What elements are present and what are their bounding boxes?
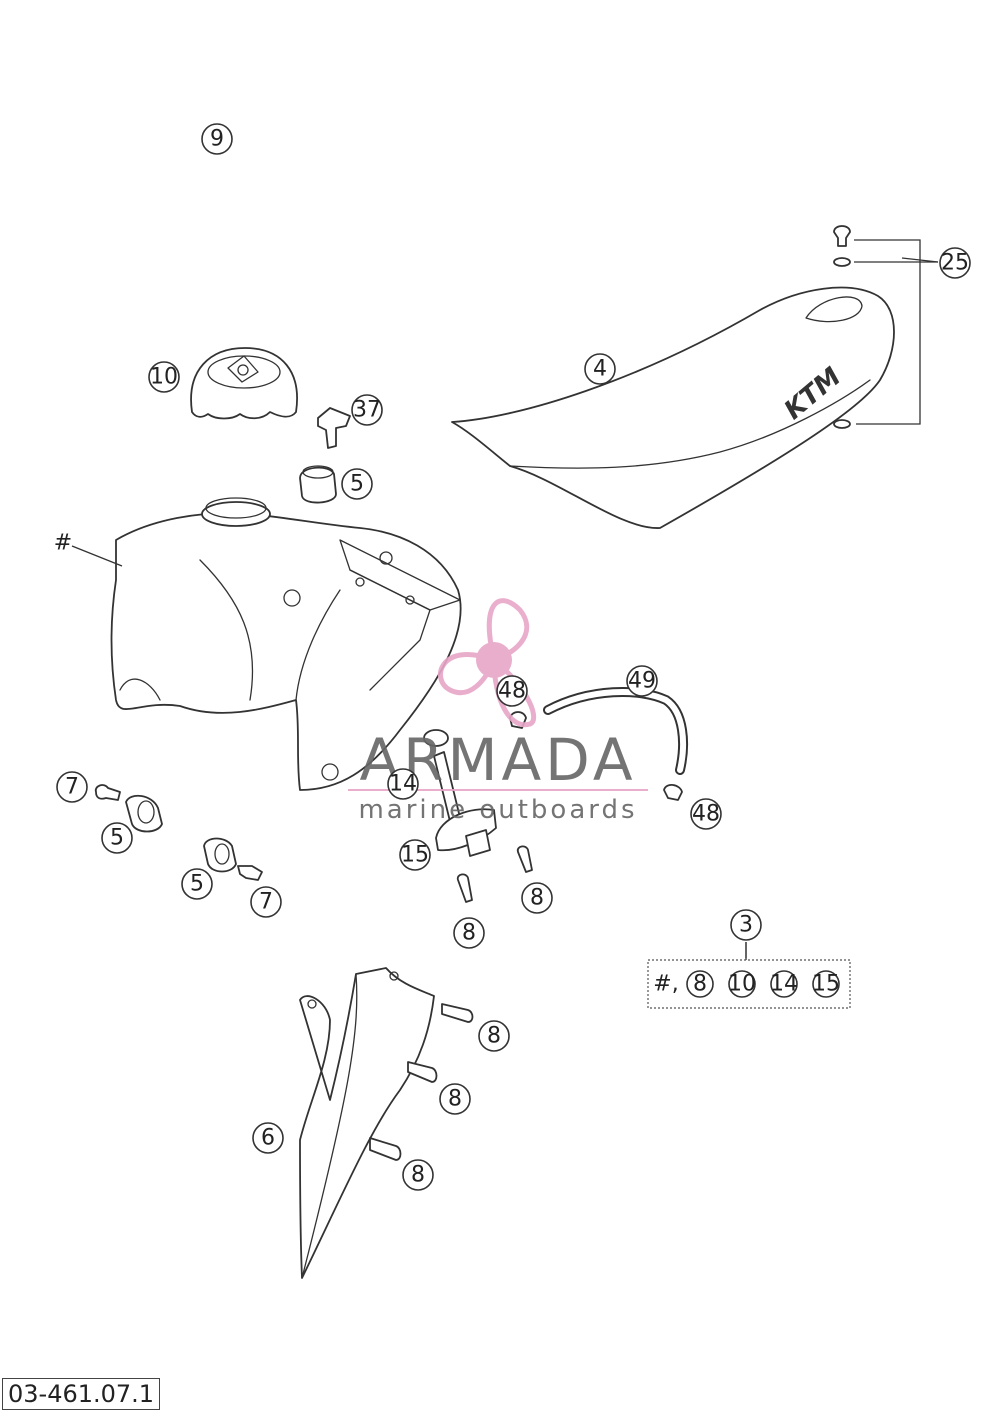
svg-text:5: 5 <box>350 472 364 497</box>
callout-49: 49 <box>626 665 658 697</box>
svg-text:8: 8 <box>448 1087 462 1112</box>
callout-37: 37 <box>351 394 383 426</box>
callout-8-panel-2: 8 <box>439 1083 471 1115</box>
callout-25: 25 <box>939 247 971 279</box>
callout-3: 3 <box>730 909 762 941</box>
svg-text:14: 14 <box>389 772 417 797</box>
svg-text:48: 48 <box>498 679 526 704</box>
callout-8-tap-right: 8 <box>521 882 553 914</box>
bolt-7-right <box>237 865 263 881</box>
kit-item-8: 8 <box>693 972 707 997</box>
callout-8-panel-1: 8 <box>478 1020 510 1052</box>
svg-text:5: 5 <box>190 872 204 897</box>
kit-hash: #, <box>653 972 678 997</box>
hose-clamp-lower <box>663 784 683 801</box>
document-number: 03-461.07.1 <box>2 1378 161 1410</box>
svg-text:4: 4 <box>593 357 607 382</box>
svg-text:#: # <box>54 531 72 556</box>
fuel-hose <box>543 686 689 775</box>
bolt-7-left <box>94 784 121 801</box>
fuel-cap <box>190 347 298 420</box>
kit-item-10: 10 <box>728 972 756 997</box>
callout-6: 6 <box>252 1122 284 1154</box>
breather-hose <box>37 114 243 301</box>
fuel-tank <box>110 497 462 791</box>
svg-text:7: 7 <box>65 775 79 800</box>
callout-8-panel-3: 8 <box>402 1159 434 1191</box>
svg-text:3: 3 <box>739 913 753 938</box>
svg-text:8: 8 <box>462 921 476 946</box>
screw-8-panel-3 <box>369 1137 402 1161</box>
callout-48-lower: 48 <box>690 798 722 830</box>
svg-text:7: 7 <box>259 890 273 915</box>
fuel-tap <box>423 729 497 857</box>
spacer-left <box>125 794 163 833</box>
callout-10: 10 <box>148 361 180 393</box>
screw-8-tap-right <box>516 845 533 873</box>
callout-9: 9 <box>201 123 233 155</box>
callout-15: 15 <box>399 839 431 871</box>
svg-text:37: 37 <box>353 398 381 423</box>
callout-14: 14 <box>387 768 419 800</box>
kit-item-14: 14 <box>770 972 798 997</box>
callout-8-tap-left: 8 <box>453 917 485 949</box>
screw-8-panel-2 <box>407 1061 438 1083</box>
callout-4: 4 <box>584 353 616 385</box>
side-panel <box>299 967 435 1279</box>
svg-text:6: 6 <box>261 1126 275 1151</box>
screw-37 <box>317 407 351 449</box>
callout-hash: # <box>54 531 72 556</box>
svg-text:9: 9 <box>210 127 224 152</box>
svg-text:8: 8 <box>411 1163 425 1188</box>
svg-text:8: 8 <box>530 886 544 911</box>
screw-8-tap-left <box>456 873 473 903</box>
svg-text:49: 49 <box>628 669 656 694</box>
svg-text:25: 25 <box>941 251 969 276</box>
svg-text:8: 8 <box>487 1024 501 1049</box>
callout-5-middle: 5 <box>181 868 213 900</box>
watermark-tagline: marine outboards <box>358 795 637 825</box>
seat: KTM <box>451 286 895 529</box>
callout-48-upper: 48 <box>496 675 528 707</box>
svg-text:15: 15 <box>401 843 429 868</box>
svg-text:5: 5 <box>110 826 124 851</box>
callout-5-left: 5 <box>101 822 133 854</box>
kit-box: #, 8 10 14 15 <box>647 942 851 1009</box>
callout-5-upper: 5 <box>341 468 373 500</box>
spacer-middle <box>203 837 237 873</box>
svg-text:10: 10 <box>150 365 178 390</box>
leader-25 <box>901 257 939 263</box>
callout-7-right: 7 <box>250 886 282 918</box>
seat-fasteners <box>833 225 938 429</box>
svg-text:48: 48 <box>692 802 720 827</box>
callout-7-left: 7 <box>56 771 88 803</box>
spacer-upper <box>299 465 337 504</box>
screw-8-panel-1 <box>441 1003 474 1023</box>
kit-item-15: 15 <box>812 972 840 997</box>
tank-leader <box>71 545 123 567</box>
